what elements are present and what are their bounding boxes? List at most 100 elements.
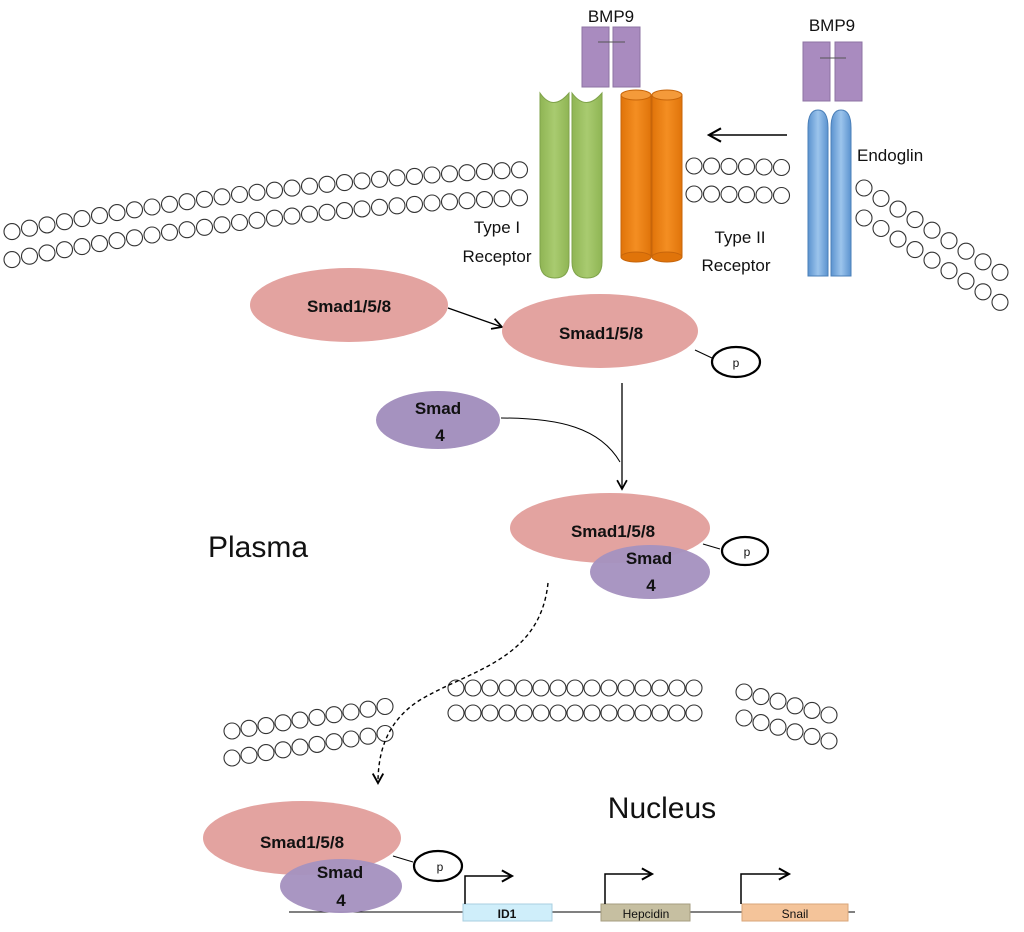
smad4-join-curve xyxy=(500,417,621,463)
nuclear-lipid xyxy=(481,704,499,722)
phospho-link-2 xyxy=(702,543,721,550)
membrane-lipid xyxy=(388,169,406,187)
nuclear-lipid xyxy=(668,704,686,722)
gene-hepcidin-box xyxy=(600,903,691,922)
nuclear-lipid xyxy=(223,749,241,767)
smad158-phospho-label: Smad1/5/8 xyxy=(559,324,643,343)
nuclear-lipid xyxy=(803,727,821,745)
smad4-free-label-line1: Smad xyxy=(415,399,461,418)
complex-cytoplasm-smad158-label: Smad1/5/8 xyxy=(571,522,655,541)
nuclear-lipid xyxy=(447,704,465,722)
membrane-lipid xyxy=(737,186,756,204)
membrane-lipid xyxy=(335,202,354,220)
membrane-lipid xyxy=(889,230,907,248)
gene-snail-label: Snail xyxy=(782,907,809,921)
nuclear-lipid xyxy=(583,704,601,722)
membrane-lipid xyxy=(720,185,738,203)
nuclear-lipid xyxy=(820,706,838,724)
membrane-lipid xyxy=(755,158,773,176)
membrane-lipid xyxy=(974,253,992,271)
smad158-inactive xyxy=(250,268,448,342)
bmp9-ligand-right xyxy=(802,41,863,102)
membrane-lipid xyxy=(335,174,354,192)
phospho-label-2: p xyxy=(744,545,751,559)
complex-nucleus-smad4-line1: Smad xyxy=(317,863,363,882)
nuclear-lipid xyxy=(600,679,618,697)
nuclear-translocation-arrow xyxy=(371,582,549,785)
membrane-lipid xyxy=(737,158,756,176)
membrane-lipid xyxy=(440,165,459,183)
smad4-free-label-line2: 4 xyxy=(435,426,445,445)
membrane-lipid xyxy=(720,157,738,175)
type-two-receptor xyxy=(620,89,683,263)
nuclear-membrane xyxy=(223,679,838,767)
gene-hepcidin: Hepcidin xyxy=(600,867,691,922)
nuclear-lipid xyxy=(257,744,275,762)
membrane-lipid xyxy=(458,192,476,210)
membrane-lipid xyxy=(685,185,703,203)
membrane-lipid xyxy=(772,158,791,177)
membrane-lipid xyxy=(702,185,721,203)
nuclear-lipid xyxy=(464,704,482,722)
membrane-lipid xyxy=(3,251,21,269)
membrane-lipid xyxy=(178,193,196,211)
nuclear-lipid xyxy=(769,692,787,710)
nuclear-lipid xyxy=(325,733,343,751)
membrane-lipid xyxy=(90,207,109,225)
membrane-lipid xyxy=(493,162,511,180)
membrane-lipid xyxy=(855,209,873,227)
nuclear-lipid xyxy=(274,714,292,732)
membrane-lipid xyxy=(283,179,301,197)
membrane-lipid xyxy=(889,200,907,218)
membrane-lipid xyxy=(370,198,389,216)
bmp9-label-right: BMP9 xyxy=(809,16,855,35)
membrane-lipid xyxy=(265,181,284,199)
nuclear-lipid xyxy=(752,688,770,706)
membrane-lipid xyxy=(475,191,494,209)
membrane-lipid xyxy=(423,166,441,184)
membrane-lipid xyxy=(108,204,126,222)
smad158-phospho xyxy=(502,294,698,368)
nuclear-lipid xyxy=(685,679,703,697)
gene-hepcidin-promoter-arrow xyxy=(604,867,655,904)
complex-cytoplasm-smad4-line2: 4 xyxy=(646,576,656,595)
nuclear-lipid xyxy=(566,679,584,697)
membrane-lipid xyxy=(300,177,319,195)
membrane-lipid xyxy=(318,203,336,221)
nuclear-lipid xyxy=(685,704,703,722)
membrane-lipid xyxy=(906,241,924,259)
membrane-lipid xyxy=(940,232,958,250)
membrane-lipid xyxy=(405,167,424,185)
membrane-lipid xyxy=(178,221,196,239)
membrane-lipid xyxy=(125,229,144,247)
membrane-lipid xyxy=(923,251,941,269)
nuclear-lipid xyxy=(617,704,635,722)
nuclear-lipid xyxy=(274,741,292,759)
gene-snail-promoter-arrow xyxy=(740,867,792,904)
nuclear-lipid xyxy=(257,717,275,735)
membrane-lipid xyxy=(213,188,231,206)
nuclear-lipid xyxy=(325,706,343,724)
membrane-lipid xyxy=(20,219,39,237)
membrane-lipid xyxy=(755,186,773,204)
nuclear-lipid xyxy=(786,723,804,741)
nuclear-lipid xyxy=(532,679,550,697)
membrane-lipid xyxy=(248,211,266,229)
membrane-lipid xyxy=(318,175,336,193)
nuclear-lipid xyxy=(532,704,550,722)
plasma-label: Plasma xyxy=(208,531,308,564)
gene-snail-box xyxy=(741,903,849,922)
membrane-lipid xyxy=(73,210,91,228)
membrane-lipid xyxy=(3,223,21,241)
nuclear-lipid xyxy=(515,704,533,722)
phospho-link-1 xyxy=(694,349,713,359)
nuclear-lipid xyxy=(651,704,669,722)
membrane-lipid xyxy=(108,232,126,250)
nuclear-lipid xyxy=(342,703,360,721)
membrane-lipid xyxy=(772,186,791,205)
membrane-lipid xyxy=(160,195,179,213)
cell-membrane xyxy=(3,157,1009,311)
membrane-lipid xyxy=(991,263,1009,281)
nuclear-lipid xyxy=(752,714,770,732)
